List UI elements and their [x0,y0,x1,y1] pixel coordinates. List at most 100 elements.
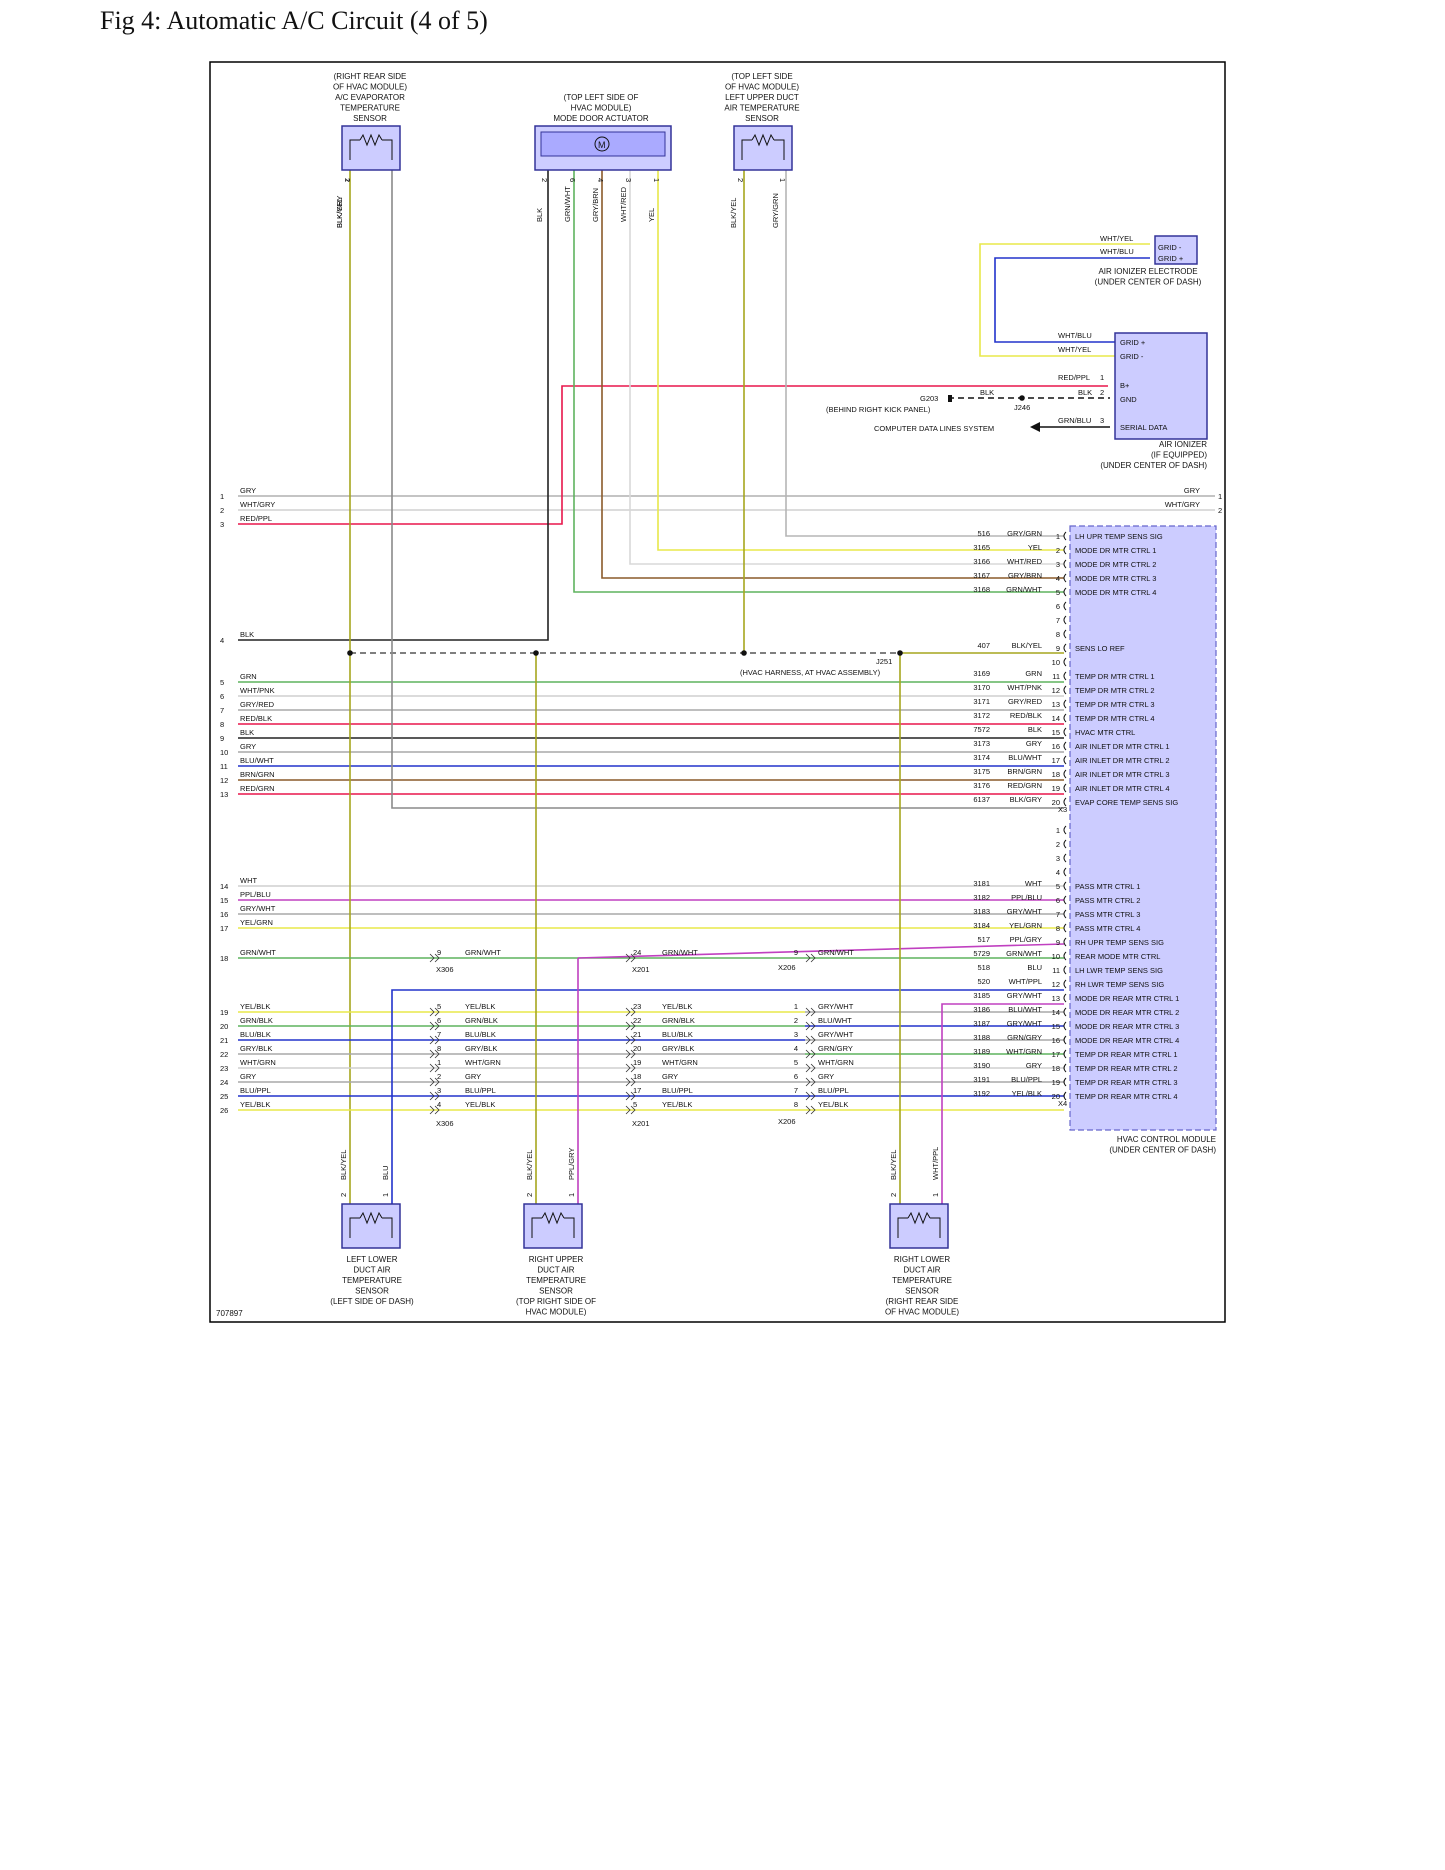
x306-label: X306 [436,1119,454,1128]
pin-terminal [1063,951,1067,961]
label: GRID + [1158,254,1184,263]
x306-pin: 5 [437,1002,441,1011]
x4-pin: 12 [1052,980,1060,989]
label: 1 [1218,492,1222,501]
x3-circuit: 516 [977,529,990,538]
pin-terminal [1063,755,1067,765]
edge-label: WHT/GRN [240,1058,276,1067]
mode-actuator-label: MODE DOOR ACTUATOR [553,114,648,123]
pin-terminal [1063,629,1067,639]
pin-terminal [1063,671,1067,681]
sensor-lead [349,139,360,160]
edge-label: BLK [240,630,254,639]
x4-pin: 1 [1056,826,1060,835]
x4-function: RH UPR TEMP SENS SIG [1075,938,1164,947]
x306-pin: 1 [437,1058,441,1067]
pin-terminal [1063,559,1067,569]
actuator-grybrn-wire [601,170,1064,579]
inline-connector-icon [429,1091,440,1101]
edge-label: GRN/BLK [240,1016,273,1025]
x3-function: MODE DR MTR CTRL 2 [1075,560,1156,569]
x4-pin: 14 [1052,1008,1060,1017]
edge-number: 20 [220,1022,228,1031]
inline-connector-icon [805,1021,816,1031]
edge-number: 8 [220,720,224,729]
pin-terminal [1063,853,1067,863]
splice-j246 [1019,395,1025,401]
x4-pin: 3 [1056,854,1060,863]
actuator-wire-label: WHT/RED [619,186,628,222]
inline-connector-icon [805,1035,816,1045]
x306-pin: 9 [437,948,441,957]
x3-circuit: 3170 [973,683,990,692]
inline-connector-icon [625,1049,636,1059]
x306-pin: 7 [437,1030,441,1039]
pin-terminal [1063,1063,1067,1073]
edge-label: YEL/BLK [240,1002,270,1011]
x4-wire: BLU [1027,963,1042,972]
x4-pin: 6 [1056,896,1060,905]
inline-label: GRN/BLK [465,1016,498,1025]
x201-pin: 24 [633,948,641,957]
ionizer-wire-yel [979,243,1150,357]
pin-terminal [1063,895,1067,905]
inline-label: BLU/WHT [818,1016,852,1025]
label: 1 [567,1193,576,1197]
ionizer-wire-blu [994,257,1150,343]
label: GRID - [1158,243,1182,252]
inline-connector-icon [625,1091,636,1101]
edge-number: 7 [220,706,224,715]
x3-circuit: 3165 [973,543,990,552]
x3-pin: 16 [1052,742,1060,751]
edge-number: 14 [220,882,228,891]
pin-terminal [1063,797,1067,807]
ionizer-pin: SERIAL DATA [1120,423,1167,432]
resistor-icon [359,133,383,147]
pin-terminal [1063,741,1067,751]
inline-connector-icon [429,1035,440,1045]
x4-function: MODE DR REAR MTR CTRL 1 [1075,994,1179,1003]
x4-circuit: 3184 [973,921,990,930]
pin-terminal [1063,685,1067,695]
x3-pin: 12 [1052,686,1060,695]
right-upper-sensor-box [523,1203,583,1249]
pin-terminal [1063,531,1067,541]
label: COMPUTER DATA LINES SYSTEM [874,424,994,433]
inline-label: GRN/WHT [662,948,698,957]
j251-label: (HVAC HARNESS, AT HVAC ASSEMBLY) [740,668,881,677]
x4-circuit: 3185 [973,991,990,1000]
right-lower-sensor-label: RIGHT LOWER [894,1255,951,1264]
x4-wire: WHT/GRN [1006,1047,1042,1056]
evap-sensor-label: SENSOR [353,114,387,123]
inline-label: GRN/WHT [465,948,501,957]
pin-terminal [1063,1035,1067,1045]
edge-label: BLK [240,728,254,737]
inline-connector-icon [429,1007,440,1017]
pin-terminal [1063,937,1067,947]
inline-label: WHT/GRN [818,1058,854,1067]
x3-function: TEMP DR MTR CTRL 3 [1075,700,1155,709]
x3-wire: BRN/GRN [1007,767,1042,776]
sensor-wire-label: BLU [381,1165,390,1180]
actuator-wire-label: BLK [535,208,544,222]
sensor-wire-label: BLK/YEL [335,198,344,228]
edge-label: GRY [240,1072,256,1081]
inline-connector-icon [625,1063,636,1073]
splice-j251-dot [897,650,903,656]
inline-label: GRY/BLK [465,1044,497,1053]
sensor-lead [741,139,752,160]
x4-function: TEMP DR REAR MTR CTRL 2 [1075,1064,1178,1073]
actuator-yel-wire [657,170,1064,551]
label: 6 [568,178,577,182]
x3-function: MODE DR MTR CTRL 1 [1075,546,1156,555]
sensor-wire-label: BLK/YEL [525,1150,534,1180]
x3-wire: GRY [1026,739,1042,748]
inline-connector-icon [625,1077,636,1087]
right-upper-pplgry-run [577,943,1065,959]
x4-connector-label: X4 [1058,1099,1067,1108]
inline-connector-icon [429,1063,440,1073]
x306-pin: 8 [437,1044,441,1053]
pin-terminal [1063,769,1067,779]
label: 2 [1100,388,1104,397]
x4-function: TEMP DR REAR MTR CTRL 4 [1075,1092,1178,1101]
